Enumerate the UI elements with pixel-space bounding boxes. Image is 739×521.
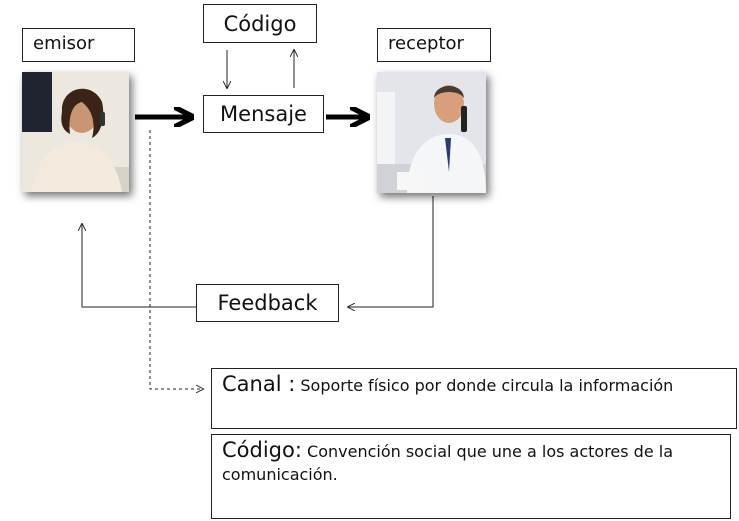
receptor-label: receptor — [377, 28, 491, 62]
codigo-description: Convención social que une a los actores … — [222, 442, 674, 484]
feedback-node: Feedback — [196, 284, 339, 322]
receptor-photo — [377, 72, 486, 193]
emisor-label: emisor — [22, 28, 135, 62]
arrow-feedback-emisor — [82, 224, 196, 308]
codigo-term: Código: — [222, 438, 302, 462]
canal-definition: Canal : Soporte físico por donde circula… — [211, 368, 737, 429]
codigo-definition: Código: Convención social que une a los … — [211, 434, 731, 519]
arrow-canal-dashed — [149, 130, 203, 389]
codigo-node: Código — [203, 4, 317, 43]
emisor-photo — [22, 72, 129, 192]
canal-description: Soporte físico por donde circula la info… — [295, 376, 674, 395]
canal-term: Canal : — [222, 372, 296, 396]
mensaje-node: Mensaje — [203, 95, 324, 133]
arrow-receptor-feedback — [348, 196, 434, 307]
